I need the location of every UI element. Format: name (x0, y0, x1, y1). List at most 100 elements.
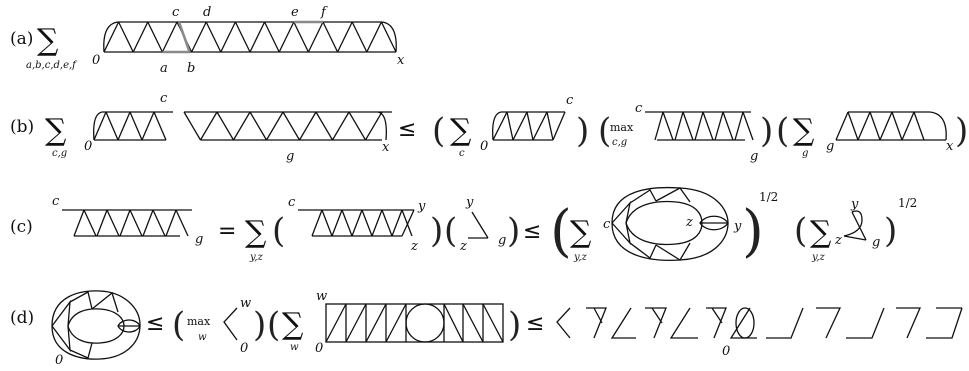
lace-rung (103, 21, 120, 53)
lace-rung (835, 111, 849, 141)
lace-rung (331, 209, 343, 237)
row-b-factor3-rparen: ) (955, 111, 968, 151)
lace-rung (674, 111, 684, 141)
lace-rung (234, 21, 251, 53)
lace-cap-right (929, 111, 947, 141)
row-c-term1-vertex-z: z (410, 239, 418, 254)
box-diagonal (443, 303, 464, 343)
row-b-factor2-max-subscript: c,g (612, 137, 627, 148)
lace-rung (702, 111, 714, 141)
row-c-factor1-sum-symbol: ∑ (570, 215, 592, 250)
lace-rung (847, 111, 859, 141)
loop-outer (51, 290, 141, 360)
row-a-sum-symbol: ∑ (37, 23, 59, 58)
row-b-vertex-x: x (382, 140, 390, 155)
row-c-factor1-rparen: ) (742, 199, 764, 264)
row-c-term1-rparen: ) (430, 211, 443, 251)
box-diagonal (325, 303, 347, 343)
lace-rung (232, 111, 251, 141)
lace-rung (552, 111, 566, 141)
lace-rung (293, 21, 309, 53)
row-b-factor2-rparen: ) (760, 111, 773, 151)
chain-fragment (816, 307, 842, 339)
row-c-lhs-vertex-c: c (52, 194, 60, 209)
row-b-factor3-vertex-x: x (946, 139, 954, 154)
loop-triangle (655, 187, 691, 203)
lace-diagram-b-factor2 (645, 111, 754, 141)
row-d-factor1-vertex-w: w (240, 296, 251, 311)
box-diagonal (365, 303, 387, 343)
row-c-term1-lparen: ( (272, 211, 285, 251)
row-c-sum-symbol: ∑ (245, 215, 267, 250)
row-d-factor2-lparen: ( (267, 305, 280, 345)
lace-rung (205, 21, 222, 53)
row-c: (c) c g = ∑ y,z ( c y z ) ( y z g ) ≤ ( … (10, 186, 917, 264)
row-c-term2-rparen: ) (507, 211, 520, 251)
row-c-factor2-vertex-z: z (834, 233, 842, 248)
row-b-sum-subscript: c,g (52, 148, 67, 159)
row-b-factor2-max: max (610, 121, 634, 134)
row-c-term2-lparen: ( (444, 211, 457, 251)
row-c-factor1-lparen: ( (550, 199, 572, 264)
loop-triangle (51, 299, 71, 327)
row-c-factor2-rparen: ) (884, 211, 897, 251)
row-c-leq: ≤ (523, 219, 541, 244)
row-b-vertex-c: c (160, 91, 168, 106)
row-c-factor1-sum-subscript: y,z (573, 252, 588, 263)
row-c-factor2-lparen: ( (794, 211, 807, 251)
chain-fragment (586, 307, 607, 339)
loop-triangle (69, 342, 93, 359)
chain-fragment (729, 307, 757, 339)
chain-fragment-inner (651, 307, 663, 324)
lace-rung (662, 111, 674, 141)
row-b-factor3-sum-symbol: ∑ (793, 113, 815, 148)
row-c-factor2-exponent: 1/2 (898, 196, 917, 210)
lace-diagram-d-lhs (51, 290, 141, 360)
row-d-factor2-rparen: ) (508, 305, 521, 345)
lace-rung (265, 111, 284, 141)
row-a-vertex-0: 0 (92, 53, 100, 68)
lace-rung (348, 111, 367, 141)
loop-inner (67, 308, 125, 344)
row-d-factor1-lparen: ( (172, 305, 185, 345)
row-b-factor3-sum-subscript: g (802, 148, 808, 159)
row-b-factor1-sum-subscript: c (459, 148, 465, 159)
loop-triangle (69, 291, 93, 310)
lace-rung (93, 111, 107, 141)
chain-ellipse (735, 307, 755, 339)
lace-diagram-c-factor2 (843, 210, 867, 241)
row-b-label: (b) (10, 117, 34, 137)
row-b-factor2-lparen: ( (598, 111, 611, 151)
row-c-equals: = (218, 219, 236, 244)
lace-rung (73, 209, 85, 237)
lace-diagram-d-chain (556, 307, 963, 339)
lace-cap-left (103, 21, 119, 53)
lace-diagram-c-term1 (298, 209, 415, 237)
lace-rung (83, 209, 97, 237)
row-b-factor3-vertex-g: g (826, 139, 834, 154)
row-c-term2-vertex-z: z (459, 239, 467, 254)
lace-rung (891, 111, 903, 141)
row-a: (a) ∑ a,b,c,d,e,f 0 x a b c d e f (10, 5, 405, 76)
row-d-chain-vertex-0: 0 (722, 344, 730, 359)
lace-rung (165, 209, 177, 237)
row-c-factor1-vertex-y: y (733, 219, 742, 234)
lace-rung (132, 21, 149, 53)
box-diagonal (462, 303, 484, 343)
row-c-label: (c) (10, 217, 33, 237)
chain-fragment-inner (593, 307, 603, 324)
lace-rung (401, 209, 415, 237)
row-c-term1-vertex-y: y (417, 199, 426, 214)
lace-rung (734, 111, 744, 141)
chain-fragment (766, 307, 804, 339)
lace-rung (278, 21, 295, 53)
lace-diagram-c-lhs (62, 209, 192, 237)
row-b-factor2-vertex-g: g (750, 149, 758, 164)
lace-rung (199, 111, 218, 141)
chain-fragment (610, 307, 636, 339)
lace-rung (161, 21, 178, 53)
lace-rung (401, 209, 413, 237)
chain-fragment (706, 307, 727, 339)
lace-rung (307, 21, 324, 53)
chain-fragment-inner (711, 307, 723, 324)
